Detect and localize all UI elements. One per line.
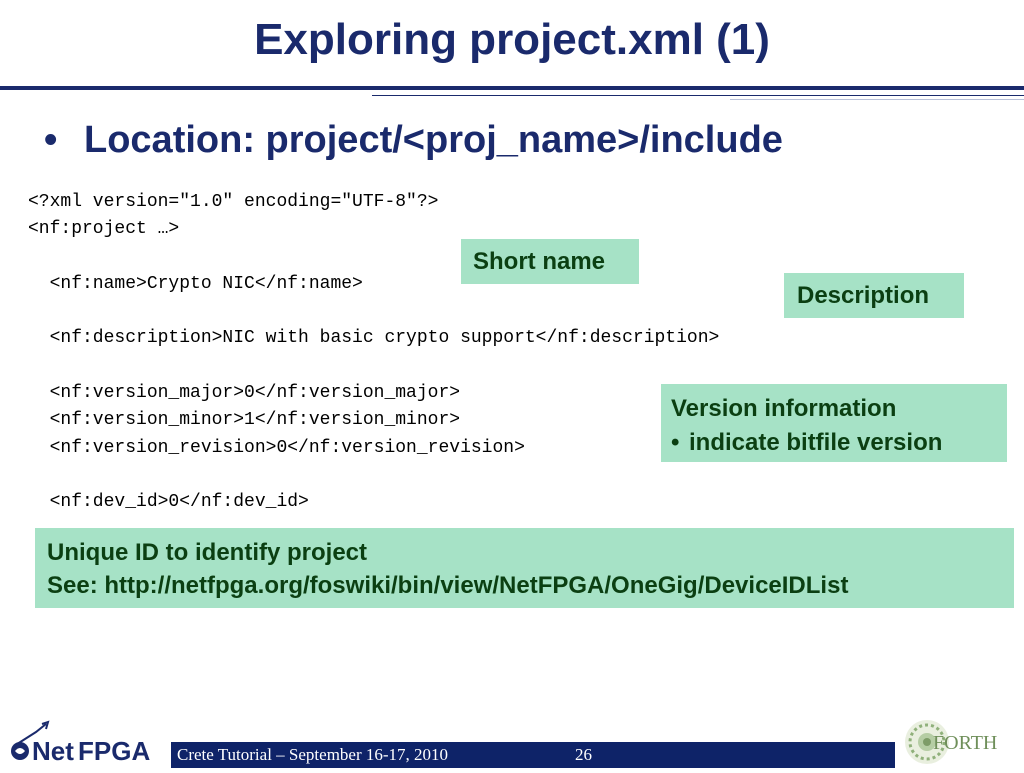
code-line: <nf:version_major>0</nf:version_major> [28, 383, 461, 404]
version-info-bullet-text: indicate bitfile version [689, 429, 943, 456]
version-info-bullet: • indicate bitfile version [671, 426, 997, 460]
code-line: <nf:description>NIC with basic crypto su… [28, 328, 720, 349]
forth-logo: FORTH [899, 714, 1024, 768]
netfpga-logo-net: Net [32, 736, 74, 766]
page-number: 26 [575, 745, 592, 764]
title-rule-thin [372, 95, 1024, 96]
version-info-title: Version information [671, 395, 897, 422]
footer-text: Crete Tutorial – September 16-17, 2010 [177, 745, 449, 764]
title-rule-light [730, 99, 1024, 100]
code-line: <nf:project …> [28, 219, 180, 240]
code-line: <nf:dev_id>0</nf:dev_id> [28, 492, 309, 513]
netfpga-logo-fpga: FPGA [78, 736, 150, 766]
forth-logo-text: FORTH [933, 732, 997, 754]
footer-bar: Crete Tutorial – September 16-17, 2010 2… [171, 742, 895, 768]
bullet-marker: • [671, 429, 680, 456]
xml-code-block: <?xml version="1.0" encoding="UTF-8"?> <… [28, 189, 719, 517]
description-callout: Description [784, 273, 964, 318]
device-id-list-url: See: http://netfpga.org/foswiki/bin/view… [47, 572, 849, 599]
unique-id-title: Unique ID to identify project [47, 539, 368, 566]
version-info-callout: Version information • indicate bitfile ve… [661, 384, 1007, 462]
unique-id-callout: Unique ID to identify project See: http:… [35, 528, 1014, 608]
short-name-callout: Short name [461, 239, 639, 284]
bullet-marker: • [44, 119, 58, 161]
code-line: <nf:version_minor>1</nf:version_minor> [28, 410, 461, 431]
code-line: <nf:version_revision>0</nf:version_revis… [28, 437, 525, 458]
location-text: Location: project/<proj_name>/include [84, 119, 783, 161]
code-line: <?xml version="1.0" encoding="UTF-8"?> [28, 192, 439, 212]
netfpga-logo: Net FPGA [6, 720, 166, 766]
title-rule [0, 86, 1024, 90]
slide-title: Exploring project.xml (1) [254, 15, 770, 64]
location-bullet: • Location: project/<proj_name>/include [44, 119, 783, 162]
code-line: <nf:name>Crypto NIC</nf:name> [28, 273, 363, 294]
